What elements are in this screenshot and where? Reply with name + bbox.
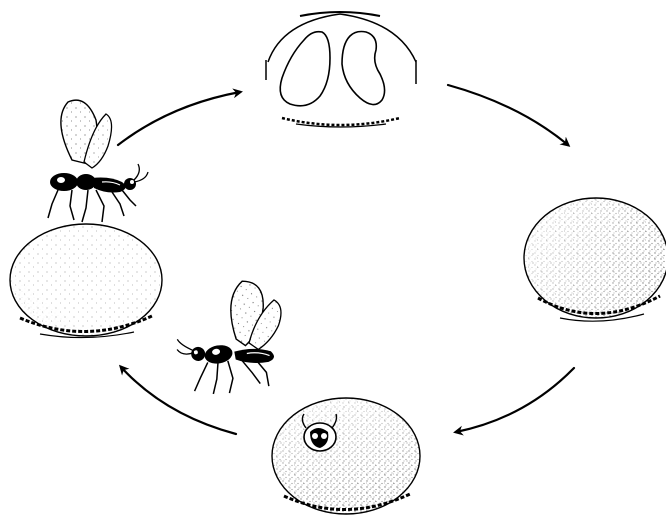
wasp-on-gall-icon: [48, 100, 148, 222]
arrow-gall-hole-to-adult: [121, 367, 236, 434]
wasp-emerging-icon: [167, 275, 293, 400]
egg-right-icon: [342, 32, 385, 105]
arrow-gall-to-gall-hole: [456, 368, 574, 432]
cycle-arrows: [118, 85, 574, 434]
eggs-stage: [266, 12, 416, 127]
egg-left-icon: [280, 32, 330, 106]
arrow-adult-to-eggs: [118, 92, 240, 145]
gall-hole-stage: [272, 398, 420, 514]
gall-left-stage: [10, 224, 162, 338]
gall-right-stage: [524, 198, 666, 321]
arrow-eggs-to-gall: [448, 85, 568, 145]
